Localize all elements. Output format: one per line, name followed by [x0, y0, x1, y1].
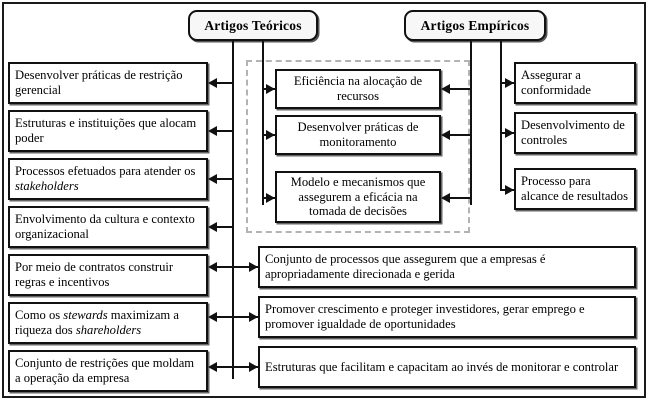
wide-box-3[interactable]: Estruturas que facilitam e capacitam ao …	[258, 346, 636, 388]
center-box-1[interactable]: Eficiência na alocação de recursos	[275, 69, 441, 109]
arrowhead-bridge-1-left-icon	[208, 262, 217, 272]
arrowhead-center-in-3-icon	[266, 193, 275, 203]
arrowhead-right-1-icon	[505, 78, 514, 88]
connector-left-4	[217, 226, 233, 228]
header-artigos-empiricos[interactable]: Artigos Empíricos	[404, 10, 546, 41]
arrowhead-left-2-icon	[208, 126, 217, 136]
right-box-1-label: Assegurar a conformidade	[521, 68, 591, 97]
trunk-teoricos-left	[232, 41, 234, 379]
left-box-7-label: Conjunto de restrições que moldam a oper…	[15, 356, 195, 385]
diagram-outer-frame	[2, 2, 646, 398]
wide-box-2-label: Promover crescimento e proteger investid…	[265, 302, 585, 331]
left-box-2[interactable]: Estruturas e instituições que alocam pod…	[8, 110, 208, 152]
arrowhead-left-1-icon	[208, 78, 217, 88]
trunk-empiricos-left	[470, 41, 472, 205]
connector-center-in-4	[450, 88, 470, 90]
center-box-1-label: Eficiência na alocação de recursos	[293, 74, 423, 103]
right-box-2[interactable]: Desenvolvimento de controles	[514, 112, 636, 154]
wide-box-2[interactable]: Promover crescimento e proteger investid…	[258, 296, 636, 338]
arrowhead-center-in-6-icon	[441, 193, 450, 203]
left-box-6[interactable]: Como os stewards maximizam a riqueza dos…	[8, 302, 208, 344]
connector-bridge-3	[217, 366, 258, 368]
right-box-3-label: Processo para alcance de resultados	[521, 174, 628, 203]
left-box-2-label: Estruturas e instituições que alocam pod…	[15, 116, 197, 145]
left-box-7[interactable]: Conjunto de restrições que moldam a oper…	[8, 350, 208, 392]
arrowhead-bridge-1-right-icon	[249, 262, 258, 272]
left-box-4-label: Envolvimento da cultura e contexto organ…	[15, 212, 195, 241]
trunk-teoricos-right	[262, 41, 264, 205]
right-box-3[interactable]: Processo para alcance de resultados	[514, 168, 636, 210]
dashed-group-container	[246, 60, 470, 233]
center-box-3[interactable]: Modelo e mecanismos que assegurem a efic…	[275, 171, 441, 223]
arrowhead-center-in-4-icon	[441, 84, 450, 94]
left-box-3-label: Processos efetuados para atender os stak…	[15, 164, 196, 193]
wide-box-3-label: Estruturas que facilitam e capacitam ao …	[265, 359, 619, 374]
connector-left-3	[217, 178, 233, 180]
center-box-2-label: Desenvolver práticas de monitoramento	[297, 120, 419, 149]
trunk-empiricos-right	[500, 41, 502, 191]
connector-bridge-1	[217, 266, 258, 268]
wide-box-1[interactable]: Conjunto de processos que assegurem que …	[258, 246, 636, 288]
center-box-3-label: Modelo e mecanismos que assegurem a efic…	[290, 174, 426, 219]
arrowhead-center-in-1-icon	[266, 84, 275, 94]
arrowhead-bridge-3-right-icon	[249, 362, 258, 372]
right-box-1[interactable]: Assegurar a conformidade	[514, 62, 636, 104]
center-box-2[interactable]: Desenvolver práticas de monitoramento	[275, 115, 441, 155]
wide-box-1-label: Conjunto de processos que assegurem que …	[265, 252, 546, 281]
left-box-6-label: Como os stewards maximizam a riqueza dos…	[15, 308, 179, 337]
connector-center-in-5	[450, 134, 470, 136]
connector-center-in-6	[450, 197, 470, 199]
header-artigos-teoricos-label: Artigos Teóricos	[204, 17, 302, 33]
left-box-1[interactable]: Desenvolver práticas de restrição gerenc…	[8, 62, 208, 104]
right-box-2-label: Desenvolvimento de controles	[521, 118, 625, 147]
connector-left-2	[217, 130, 233, 132]
connector-left-1	[217, 82, 233, 84]
arrowhead-bridge-3-left-icon	[208, 362, 217, 372]
arrowhead-right-2-icon	[505, 128, 514, 138]
left-box-3[interactable]: Processos efetuados para atender os stak…	[8, 158, 208, 200]
arrowhead-center-in-5-icon	[441, 130, 450, 140]
left-box-5[interactable]: Por meio de contratos construir regras e…	[8, 254, 208, 296]
arrowhead-bridge-2-left-icon	[208, 312, 217, 322]
arrowhead-right-3-icon	[505, 185, 514, 195]
arrowhead-center-in-2-icon	[266, 130, 275, 140]
connector-bridge-2	[217, 316, 258, 318]
arrowhead-left-3-icon	[208, 174, 217, 184]
header-artigos-empiricos-label: Artigos Empíricos	[420, 17, 530, 33]
left-box-1-label: Desenvolver práticas de restrição gerenc…	[15, 68, 183, 97]
left-box-4[interactable]: Envolvimento da cultura e contexto organ…	[8, 206, 208, 248]
arrowhead-left-4-icon	[208, 222, 217, 232]
arrowhead-bridge-2-right-icon	[249, 312, 258, 322]
left-box-5-label: Por meio de contratos construir regras e…	[15, 260, 174, 289]
header-artigos-teoricos[interactable]: Artigos Teóricos	[188, 10, 318, 41]
